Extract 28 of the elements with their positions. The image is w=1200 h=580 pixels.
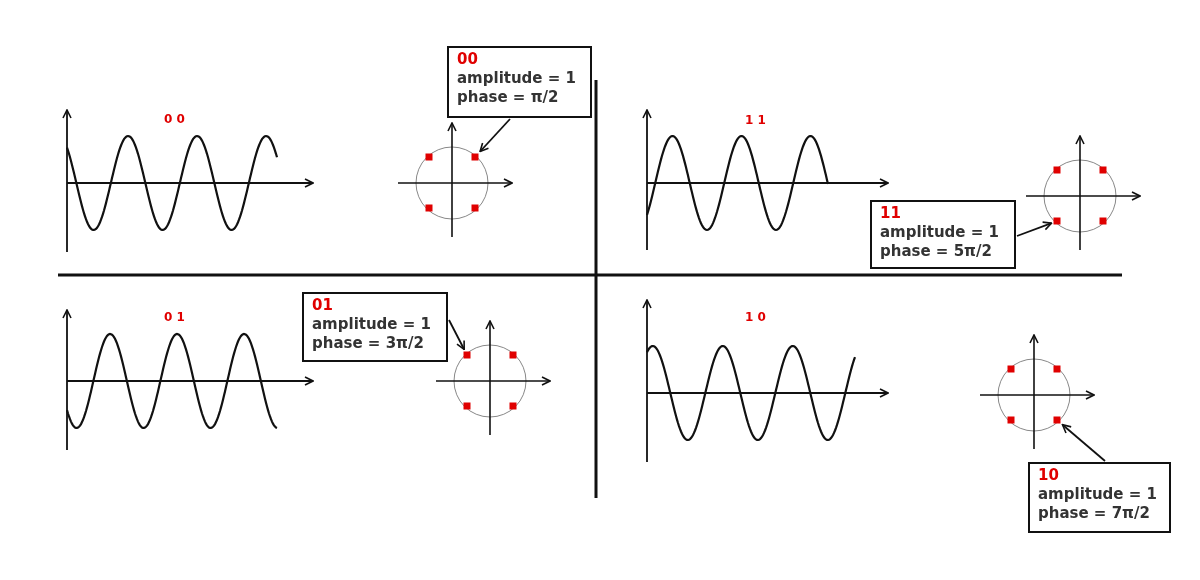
waveform-label: 1 1: [745, 113, 766, 127]
callout-box: [302, 292, 448, 362]
bit-pair-label: 11: [880, 204, 902, 223]
leader-arrow: [1061, 423, 1106, 462]
callout-box: [447, 46, 592, 118]
phase-text: phase = 7π/2: [1038, 504, 1151, 523]
amplitude-text: amplitude = 1: [457, 69, 577, 88]
waveform-label: 0 0: [164, 112, 185, 126]
callout-box: [1028, 462, 1171, 533]
constellation-point: [471, 153, 479, 161]
leader-arrow: [448, 319, 466, 351]
leader-arrow: [1016, 221, 1053, 237]
phase-text: phase = 3π/2: [312, 334, 425, 353]
phase-text: phase = π/2: [457, 88, 560, 107]
waveform-label: 0 1: [164, 310, 185, 324]
amplitude-text: amplitude = 1: [880, 223, 1000, 242]
leader-arrow: [479, 118, 511, 153]
amplitude-text: amplitude = 1: [1038, 485, 1158, 504]
constellation-point: [1053, 416, 1061, 424]
constellation-point: [1053, 217, 1061, 225]
amplitude-text: amplitude = 1: [312, 315, 432, 334]
waveform-label: 1 0: [745, 310, 766, 324]
phase-text: phase = 5π/2: [880, 242, 993, 261]
constellation-point: [463, 351, 471, 359]
bit-pair-label: 10: [1038, 466, 1060, 485]
bit-pair-label: 01: [312, 296, 334, 315]
bit-pair-label: 00: [457, 50, 479, 69]
callout-box: [870, 200, 1016, 269]
